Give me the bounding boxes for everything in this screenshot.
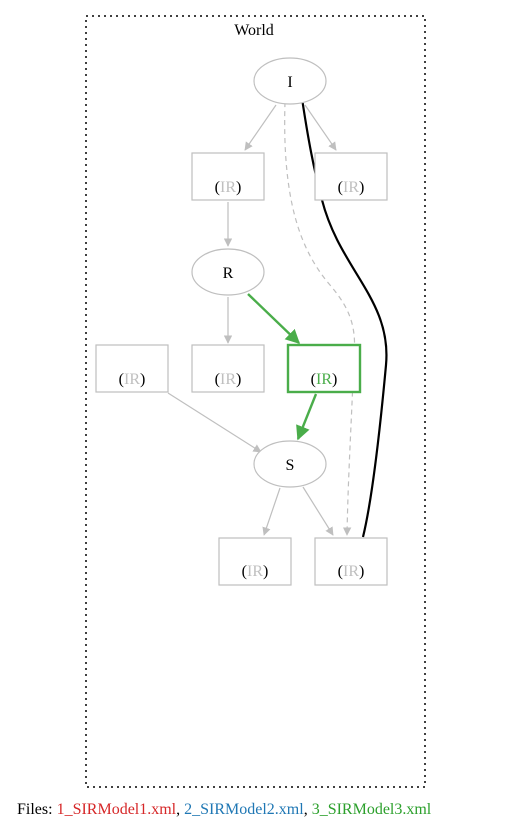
- edge-box5-to-s: [296, 393, 318, 441]
- svg-text:(IR): (IR): [215, 371, 242, 388]
- svg-text:(IR): (IR): [338, 179, 365, 196]
- files-separator: ,: [303, 801, 312, 818]
- box-node-ir[interactable]: (IR): [314, 152, 388, 201]
- edge-i-to-box1: [244, 104, 277, 151]
- box-node-ir-highlighted[interactable]: (IR): [286, 343, 362, 394]
- svg-text:(IR): (IR): [215, 179, 242, 196]
- node-i-label: I: [287, 74, 292, 91]
- file-link-1[interactable]: 1_SIRModel1.xml: [56, 801, 177, 818]
- file-link-3[interactable]: 3_SIRModel3.xml: [311, 801, 432, 818]
- edge-box3-to-s: [167, 392, 262, 453]
- box-node-ir[interactable]: (IR): [95, 344, 169, 393]
- edge-i-to-box8-dashed: [284, 101, 356, 536]
- edge-r-to-box5: [247, 293, 301, 344]
- node-s[interactable]: S: [253, 440, 327, 488]
- node-i[interactable]: I: [253, 57, 327, 105]
- files-prefix: Files:: [17, 801, 57, 818]
- files-legend: Files: 1_SIRModel1.xml, 2_SIRModel2.xml,…: [17, 801, 431, 819]
- edge-box8-to-i: [295, 83, 388, 538]
- box-node-ir[interactable]: (IR): [218, 537, 292, 586]
- box-node-ir[interactable]: (IR): [314, 537, 388, 586]
- box-node-ir[interactable]: (IR): [191, 152, 265, 201]
- svg-text:(IR): (IR): [119, 371, 146, 388]
- edge-s-to-box8: [302, 486, 334, 536]
- cluster-label: World: [234, 22, 274, 39]
- svg-text:(IR): (IR): [311, 371, 338, 388]
- box-node-ir[interactable]: (IR): [191, 344, 265, 393]
- edge-i-to-box2: [304, 104, 337, 151]
- node-r-label: R: [223, 265, 234, 282]
- svg-text:(IR): (IR): [242, 563, 269, 580]
- edge-s-to-box7: [262, 487, 281, 536]
- node-r[interactable]: R: [191, 248, 265, 296]
- file-link-2[interactable]: 2_SIRModel2.xml: [184, 801, 304, 818]
- node-s-label: S: [286, 457, 295, 474]
- files-separator: ,: [176, 801, 185, 818]
- world-cluster: [85, 15, 426, 788]
- svg-text:(IR): (IR): [338, 563, 365, 580]
